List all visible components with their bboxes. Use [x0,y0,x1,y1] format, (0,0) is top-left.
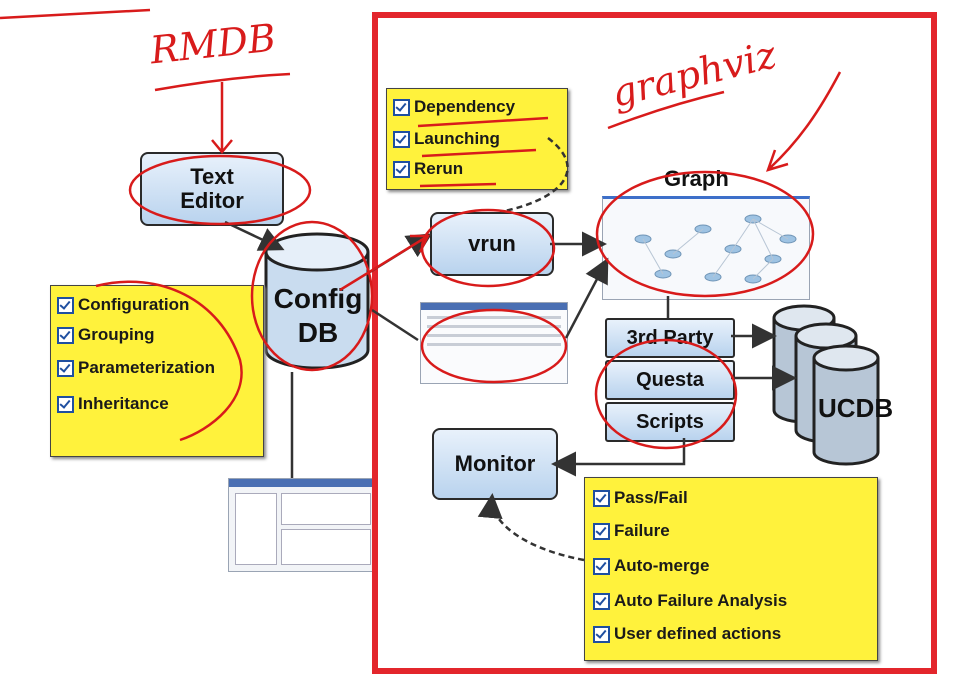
monitor-feature-item: Failure [593,514,869,548]
ucdb-cylinders [772,304,880,466]
vrun-feature-item: Dependency [393,91,561,123]
annotation-circle-vrun [420,208,556,288]
checkbox-icon [57,296,74,314]
questa-box: Questa [605,360,735,400]
checkbox-icon [57,359,74,377]
monitor-box: Monitor [432,428,558,500]
checkbox-icon [593,522,610,540]
results-screenshot-thumbnail [420,302,568,384]
text-editor-label: Text Editor [180,164,244,213]
monitor-label: Monitor [454,451,536,476]
annotation-underline-dependency [417,116,549,128]
annotation-circle-graph [595,170,815,298]
monitor-feature-item: Auto Failure Analysis [593,584,869,618]
annotation-circle-text-editor [128,154,312,226]
annotation-graphviz-underline [607,90,725,130]
checkbox-icon [57,326,74,344]
vrun-feature-item: Launching [393,123,561,155]
annotation-circle-tools [594,338,738,450]
scripts-box: Scripts [605,402,735,442]
checkbox-icon [57,395,74,413]
arrow-text-editor-to-db [224,220,285,251]
vrun-box: vrun [430,212,554,276]
checkbox-icon [593,557,610,575]
arrow-db-to-results [371,308,419,342]
annotation-arrow-to-graph [766,71,842,172]
vrun-label: vrun [468,231,516,256]
annotation-rmdb-underline [154,72,291,92]
annotation-circle-results [420,308,568,384]
checkbox-icon [593,592,610,610]
annotation-config-note-curve [95,280,243,442]
monitor-feature-item: Pass/Fail [593,482,869,514]
editor-screenshot-thumbnail [228,478,378,572]
graph-nodes-sketch [634,214,797,284]
config-features-note: Configuration Grouping Parameterization … [50,285,264,457]
checkbox-icon [593,625,610,643]
scripts-label: Scripts [636,410,704,433]
annotation-top-left-stroke [0,8,151,20]
config-feature-item: Inheritance [57,386,257,422]
monitor-features-note: Pass/Fail Failure Auto-merge Auto Failur… [584,477,878,661]
arrow-dependency-curve [499,137,569,214]
vrun-features-note: Dependency Launching Rerun [386,88,568,190]
config-feature-item: Configuration [57,290,257,320]
monitor-feature-item: Auto-merge [593,548,869,584]
checkbox-icon [393,130,410,148]
config-db-cylinder [264,232,370,370]
checkbox-icon [593,489,610,507]
arrow-note-to-monitor [477,493,585,562]
highlight-frame [372,12,937,674]
ucdb-label: UCDB [818,393,894,423]
annotation-underline-rerun [419,182,497,188]
graph-title: Graph [664,166,729,191]
monitor-feature-item: User defined actions [593,618,869,650]
checkbox-icon [393,160,410,178]
config-db-label: Config DB [273,283,363,348]
arrow-results-to-graph [564,257,609,339]
arrow-tools-to-monitor [551,438,686,477]
config-feature-item: Parameterization [57,350,257,386]
checkbox-icon [393,98,410,116]
vrun-feature-item: Rerun [393,155,561,183]
config-feature-item: Grouping [57,320,257,350]
annotation-circle-config-db [250,220,374,372]
annotation-arrow-to-editor [211,82,233,154]
questa-label: Questa [636,368,704,391]
graph-screenshot-thumbnail [602,196,810,300]
annotation-underline-launching [421,148,537,158]
